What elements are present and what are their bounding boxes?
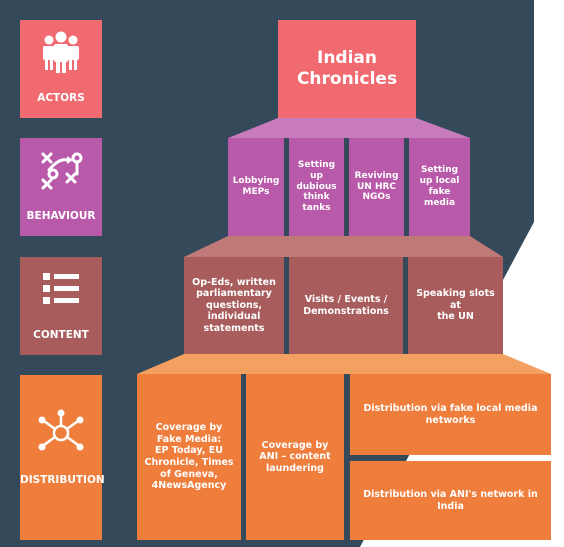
category-label: DISTRIBUTION <box>20 474 105 486</box>
behaviour-box: Setting up local fake media <box>409 138 470 236</box>
category-behaviour: BEHAVIOUR <box>20 138 102 236</box>
distribution-item-text: Distribution via fake local media networ… <box>363 402 538 426</box>
behaviour-item-text: Setting up dubious think tanks <box>296 159 337 214</box>
category-label: ACTORS <box>37 92 85 104</box>
content-item-text: Op-Eds, written parliamentary questions,… <box>192 276 276 334</box>
behaviour-box: Lobbying MEPs <box>228 138 284 236</box>
people-group-icon <box>20 30 102 74</box>
content-connector <box>184 236 503 257</box>
behaviour-item-text: Setting up local fake media <box>419 165 460 208</box>
network-hub-icon <box>20 409 102 453</box>
top-title: Indian Chronicles <box>296 47 398 89</box>
distribution-item-text: Coverage by ANI – content laundering <box>259 439 331 474</box>
strategy-play-icon <box>20 148 102 192</box>
category-label: CONTENT <box>33 329 89 341</box>
distribution-box: Coverage by Fake Media: EP Today, EU Chr… <box>137 374 241 540</box>
list-icon <box>20 267 102 311</box>
distribution-box: Coverage by ANI – content laundering <box>246 374 344 540</box>
behaviour-box: Setting up dubious think tanks <box>289 138 344 236</box>
distribution-box: Distribution via fake local media networ… <box>350 374 551 455</box>
category-content: CONTENT <box>20 257 102 355</box>
category-distribution: DISTRIBUTION <box>20 375 105 540</box>
behaviour-item-text: Reviving UN HRC NGOs <box>354 170 399 203</box>
behaviour-box: Reviving UN HRC NGOs <box>349 138 404 236</box>
category-label: BEHAVIOUR <box>26 210 96 222</box>
distribution-item-text: Coverage by Fake Media: EP Today, EU Chr… <box>144 422 234 492</box>
content-box: Op-Eds, written parliamentary questions,… <box>184 257 284 354</box>
distribution-box: Distribution via ANI's network in India <box>350 461 551 540</box>
content-box: Visits / Events / Demonstrations <box>289 257 403 354</box>
content-box: Speaking slots at the UN <box>408 257 503 354</box>
distribution-connector <box>137 354 551 374</box>
content-item-text: Speaking slots at the UN <box>416 288 495 323</box>
top-title-box: Indian Chronicles <box>278 20 416 118</box>
distribution-item-text: Distribution via ANI's network in India <box>363 488 538 512</box>
category-actors: ACTORS <box>20 20 102 118</box>
behaviour-item-text: Lobbying MEPs <box>232 176 280 197</box>
content-item-text: Visits / Events / Demonstrations <box>303 293 389 317</box>
behaviour-connector <box>228 118 470 138</box>
